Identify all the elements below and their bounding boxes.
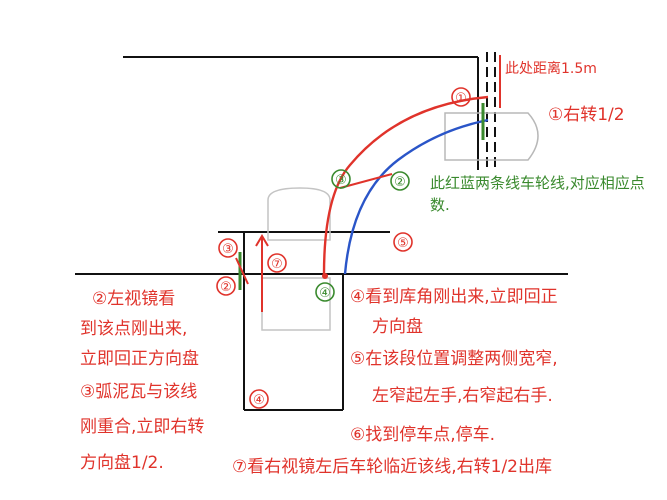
point-5-label: ⑤ — [397, 236, 409, 251]
left-instruction-3: 立即回正方向盘 — [80, 349, 199, 369]
point-4-bottom-label: ④ — [253, 393, 265, 408]
car-outline-garage — [261, 277, 331, 331]
red-wheel-track — [322, 95, 489, 275]
left-instruction-5: 刚重合,立即右转 — [80, 417, 205, 437]
point-2-left-circle — [216, 276, 236, 296]
point-2-left-label: ② — [220, 280, 232, 295]
right-instruction-3: ⑤在该段位置调整两侧宽窄, — [350, 349, 558, 369]
red-mark-left — [235, 257, 249, 285]
red-connector — [339, 173, 393, 189]
point-1-circle — [451, 87, 471, 107]
distance-note: 此处距离1.5m — [505, 61, 597, 77]
red-dot-mark — [322, 273, 328, 279]
right-instruction-1: ④看到库角刚出来,立即回正 — [350, 287, 558, 307]
point-3-left-circle — [218, 238, 238, 258]
car-outline-right — [444, 112, 539, 161]
point-3-left-label: ③ — [222, 242, 234, 257]
point-1-label: ① — [455, 91, 467, 106]
point-2-label: ② — [394, 175, 406, 190]
left-instruction-4: ③弧泥瓦与该线 — [80, 382, 198, 402]
right-instruction-4: 左窄起左手,右窄起右手. — [372, 386, 553, 406]
right-instruction-2: 方向盘 — [372, 317, 423, 337]
left-instruction-1: ②左视镜看 — [92, 289, 176, 309]
left-instruction-2: 到该点刚出来, — [80, 319, 188, 339]
point-3-circle — [331, 169, 351, 189]
point-4-bottom-circle — [249, 389, 269, 409]
green-note: 此红蓝两条线车轮线,对应相应点数. — [430, 174, 645, 214]
blue-wheel-track — [343, 118, 489, 275]
point-3-label: ③ — [335, 173, 347, 188]
step7-instruction: ⑦看右视镜左后车轮临近该线,右转1/2出库 — [232, 457, 553, 477]
point-7-circle — [267, 253, 287, 273]
car-outline-middle — [267, 187, 331, 241]
point-2-circle — [390, 171, 410, 191]
point-5-circle — [393, 232, 413, 252]
step1-note: ①右转1/2 — [548, 105, 625, 125]
point-4-circle — [315, 282, 335, 302]
left-instruction-6: 方向盘1/2. — [80, 453, 164, 473]
red-arrow-head — [255, 234, 269, 247]
point-7-label: ⑦ — [271, 257, 283, 272]
point-4-label: ④ — [319, 286, 331, 301]
step6-instruction: ⑥找到停车点,停车. — [350, 425, 496, 445]
